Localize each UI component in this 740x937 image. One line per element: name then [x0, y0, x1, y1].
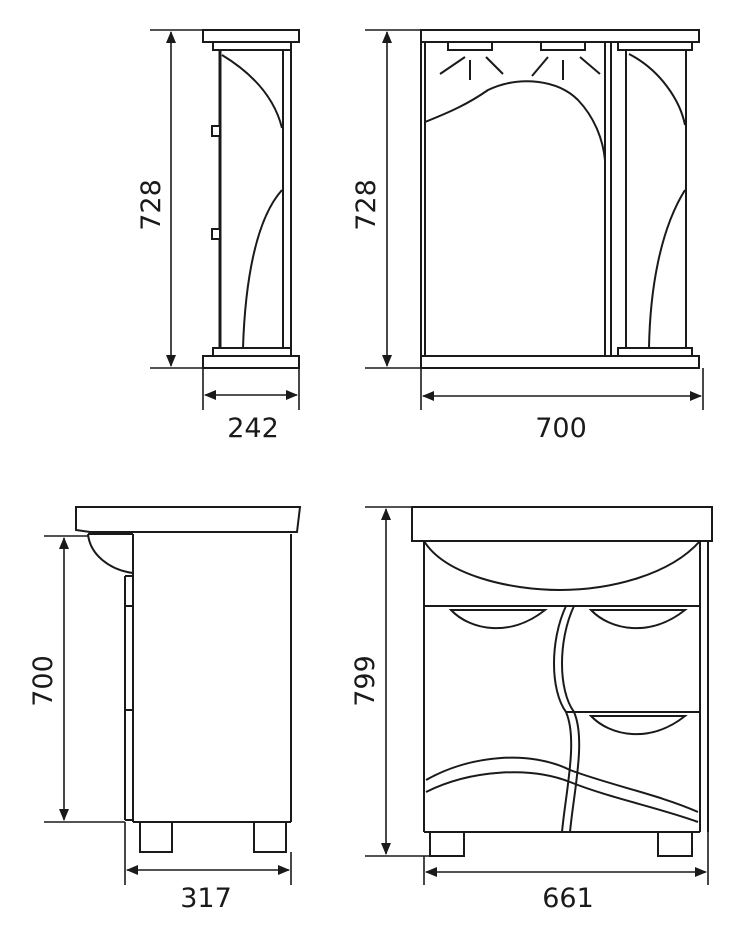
- mirror-side-width-label: 242: [227, 413, 279, 444]
- vanity-front-width-dimension: 661: [423, 832, 709, 914]
- mirror-front-height-dimension: 728: [351, 29, 421, 369]
- mirror-cabinet-side-view: [202, 29, 300, 369]
- mirror-side-width-dimension: 242: [202, 368, 300, 444]
- mirror-front-height-label: 728: [351, 179, 382, 231]
- vanity-side-height-label: 700: [28, 655, 59, 707]
- vanity-front-height-label: 799: [350, 655, 381, 707]
- mirror-side-height-label: 728: [136, 179, 167, 231]
- light-rays-left: [439, 56, 504, 80]
- vanity-side-width-label: 317: [180, 883, 232, 914]
- vanity-side-height-dimension: 700: [28, 535, 125, 823]
- vanity-front-view: [411, 506, 713, 857]
- vanity-side-width-dimension: 317: [124, 822, 292, 914]
- mirror-cabinet-front-view: [420, 29, 700, 369]
- mirror-front-width-dimension: 700: [420, 368, 704, 444]
- vanity-front-height-dimension: 799: [350, 506, 430, 857]
- vanity-side-view: [75, 506, 302, 853]
- vanity-front-width-label: 661: [542, 883, 594, 914]
- light-rays-right: [531, 56, 601, 80]
- mirror-side-height-dimension: 728: [136, 29, 203, 369]
- mirror-front-width-label: 700: [535, 413, 587, 444]
